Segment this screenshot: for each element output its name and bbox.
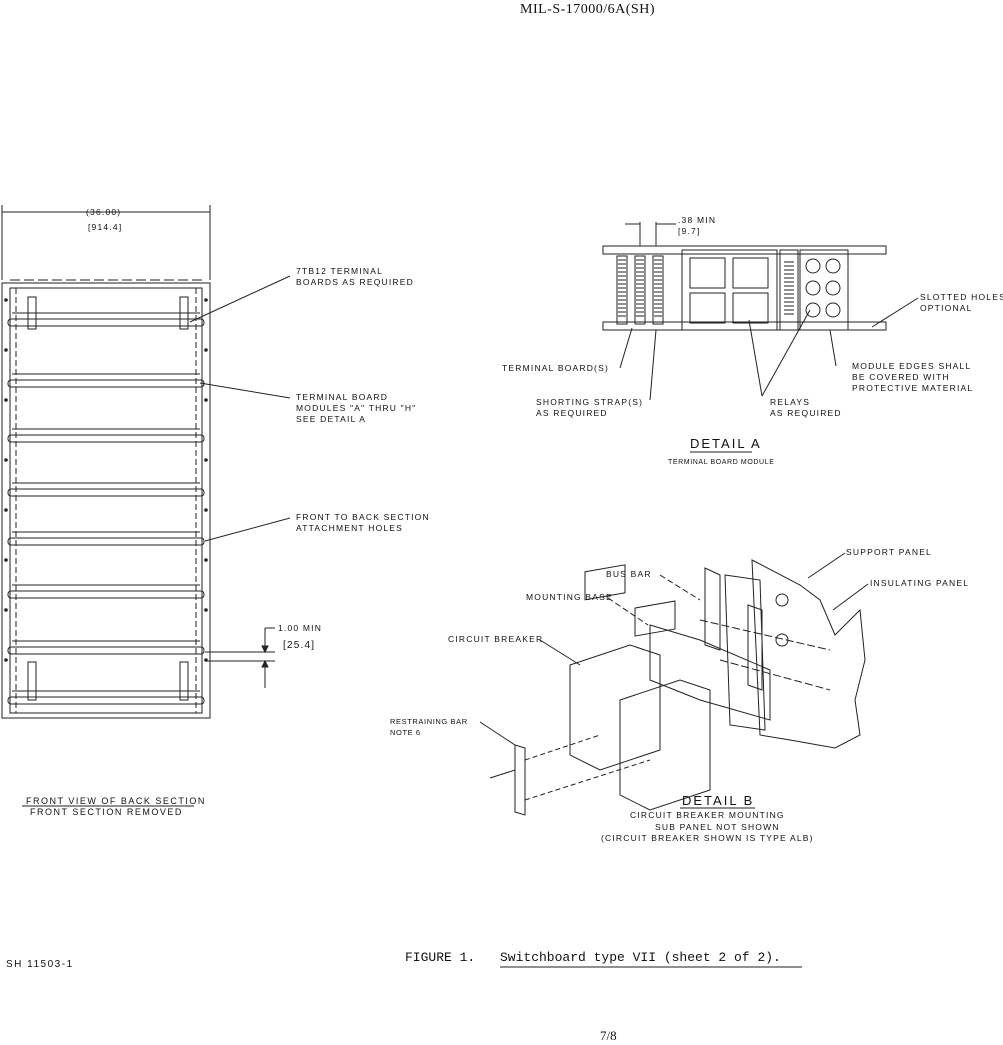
circuit-breaker-1 [569,644,661,771]
detail-a-title: DETAIL A [690,436,762,451]
circuit-breaker-2 [619,679,711,811]
detail-b-title: DETAIL B [682,793,755,808]
label-restraining-bar: RESTRAINING BAR NOTE 6 [390,717,468,737]
insulating-panel [724,574,766,731]
label-support-panel: SUPPORT PANEL [846,547,932,557]
back-section-frame [1,282,211,719]
callout-attachment-holes: FRONT TO BACK SECTION ATTACHMENT HOLES [296,512,430,533]
detail-b-drawing [479,552,869,816]
detail-b-caption-2: SUB PANEL NOT SHOWN [655,822,780,832]
back-section-subcaption: FRONT SECTION REMOVED [30,807,183,817]
width-mm-label: [914.4] [88,222,123,232]
rail-5 [7,537,205,546]
page-number: 7/8 [600,1028,617,1043]
spacing-inches-label: 1.00 MIN [278,623,323,633]
callout-relays: RELAYS AS REQUIRED [770,397,842,418]
label-bus-bar: BUS BAR [606,569,652,579]
spacing-mm-label: [25.4] [283,640,316,651]
rail-1 [7,318,205,327]
bus-bar [704,567,721,651]
callout-terminal-boards-a: TERMINAL BOARD(S) [502,363,609,373]
rail-7 [7,646,205,655]
callout-shorting-strap: SHORTING STRAP(S) AS REQUIRED [536,397,644,418]
document-number: MIL-S-17000/6A(SH) [520,2,655,17]
back-section-drawing [1,205,291,719]
leader-modules [199,382,291,399]
mounting-base [649,624,771,721]
figure-label: FIGURE 1. [405,950,476,965]
label-insulating-panel: INSULATING PANEL [870,578,970,588]
back-section-caption: FRONT VIEW OF BACK SECTION [26,796,206,806]
support-panel [751,559,866,749]
detail-b-caption-3: (CIRCUIT BREAKER SHOWN IS TYPE ALB) [601,833,814,843]
width-inches-label: (36.00) [86,207,122,217]
drawing-number: SH 11503-1 [6,959,74,970]
rail-2 [7,379,205,388]
detail-b-caption-1: CIRCUIT BREAKER MOUNTING [630,810,785,820]
attachment-holes [4,298,208,662]
leader-holes [204,517,291,542]
detail-a-dim-inches: .38 MIN [678,215,717,225]
detail-a-dim-mm: [9.7] [678,226,701,236]
callout-terminal-boards: 7TB12 TERMINAL BOARDS AS REQUIRED [296,266,414,287]
restraining-bar [514,744,526,816]
callout-module-edges: MODULE EDGES SHALL BE COVERED WITH PROTE… [852,361,974,393]
figure-title: Switchboard type VII (sheet 2 of 2). [500,950,781,965]
leader-boards [189,275,291,323]
label-circuit-breaker: CIRCUIT BREAKER [448,634,544,644]
detail-a-subtitle: TERMINAL BOARD MODULE [668,459,775,466]
rail-6 [7,590,205,599]
callout-slotted-holes: SLOTTED HOLES OPTIONAL [920,292,1003,313]
terminal-board-rails [7,312,205,705]
callout-board-modules: TERMINAL BOARD MODULES "A" THRU "H" SEE … [296,392,417,424]
detail-a-drawing [602,222,919,453]
label-mounting-base: MOUNTING BASE [526,592,613,602]
rail-3 [7,434,205,443]
rail-8 [7,696,205,705]
rail-4 [7,488,205,497]
